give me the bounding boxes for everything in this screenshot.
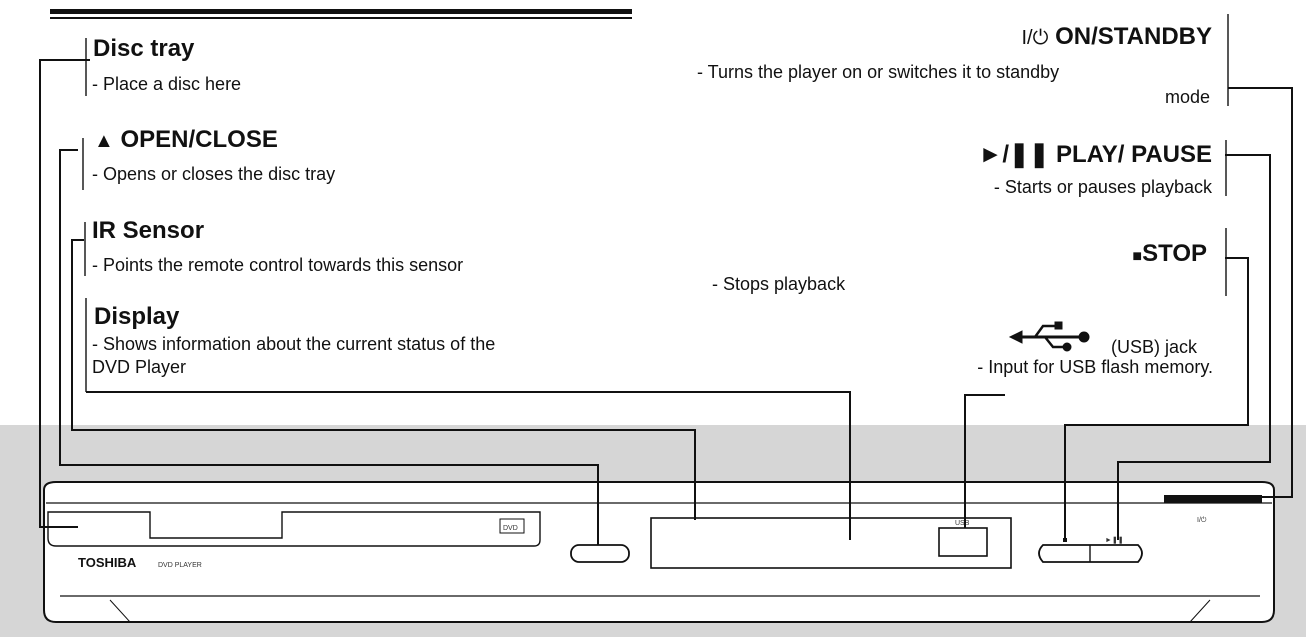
dvd-player-front: DVD TOSHIBA DVD PLAYER USB ►❚❚ I/⏻ xyxy=(43,481,1275,623)
play-pause-icon: ►/❚❚ xyxy=(978,141,1050,168)
device-outline xyxy=(43,481,1275,623)
leader-stop xyxy=(1064,257,1249,538)
leader-play-pause xyxy=(1117,154,1271,540)
disc-tray-desc: - Place a disc here xyxy=(92,74,242,94)
ir-sensor-desc: - Points the remote control towards this… xyxy=(92,255,464,275)
stop-title: ■STOP xyxy=(1132,241,1207,270)
usb-desc: - Input for USB flash memory. xyxy=(977,357,1213,377)
on-standby-title-text: ON/STANDBY xyxy=(1055,23,1212,50)
leader-display xyxy=(86,391,851,540)
dvd-logo xyxy=(499,518,525,534)
stop-desc: - Stops playback xyxy=(712,274,846,294)
on-standby-desc-line2: mode xyxy=(1164,87,1210,107)
eject-icon: ▲ xyxy=(94,130,114,152)
brand-logo: TOSHIBA xyxy=(78,555,137,570)
open-close-desc: - Opens or closes the disc tray xyxy=(92,164,336,184)
label-brackets xyxy=(82,14,1229,392)
power-button[interactable] xyxy=(1164,495,1262,503)
disc-tray-title: Disc tray xyxy=(93,35,195,62)
disc-tray xyxy=(47,511,541,547)
open-close-title-text: OPEN/CLOSE xyxy=(120,126,278,153)
on-standby-desc-line1: - Turns the player on or switches it to … xyxy=(697,62,1060,82)
leader-on-standby xyxy=(1228,87,1293,498)
device-foot-left xyxy=(109,599,131,623)
dvd-logo-text: DVD xyxy=(503,525,518,532)
stop-button-icon[interactable] xyxy=(1063,538,1067,542)
usb-trident-icon xyxy=(1008,321,1090,352)
leader-lines xyxy=(39,59,1293,545)
header-rule-thin xyxy=(50,17,632,19)
power-icon: I/⏻ xyxy=(1021,27,1049,49)
leader-disc-tray xyxy=(39,59,90,528)
open-close-title: ▲ OPEN/CLOSE xyxy=(94,127,278,154)
model-text: DVD PLAYER xyxy=(158,562,202,569)
play-pause-title-text: PLAY/ PAUSE xyxy=(1055,141,1212,168)
open-close-button[interactable] xyxy=(570,544,630,563)
usb-title: (USB) jack xyxy=(1110,337,1197,357)
stop-title-text: STOP xyxy=(1142,240,1207,267)
display-desc-line1: - Shows information about the current st… xyxy=(92,334,496,354)
play-pause-desc: - Starts or pauses playback xyxy=(993,177,1212,197)
header-rule-thick xyxy=(50,9,632,14)
leader-ir-sensor xyxy=(71,239,696,520)
play-button-icon[interactable]: ►❚❚ xyxy=(1105,536,1124,544)
usb-port[interactable] xyxy=(938,527,988,557)
usb-port-label: USB xyxy=(955,520,970,527)
leader-open-close xyxy=(59,149,599,545)
power-label: I/⏻ xyxy=(1197,516,1207,524)
ir-sensor-title: IR Sensor xyxy=(92,217,205,244)
stop-icon: ■ xyxy=(1132,248,1143,265)
on-standby-title: I/⏻ ON/STANDBY xyxy=(1022,24,1213,51)
leader-usb xyxy=(964,394,1005,528)
device-foot-right xyxy=(1189,599,1211,623)
display-desc-line2: DVD Player xyxy=(92,357,187,377)
stop-play-button-group xyxy=(1038,544,1143,563)
play-pause-title: ►/❚❚ PLAY/ PAUSE xyxy=(979,142,1212,168)
display-window xyxy=(650,517,1012,569)
display-title: Display xyxy=(94,303,180,330)
